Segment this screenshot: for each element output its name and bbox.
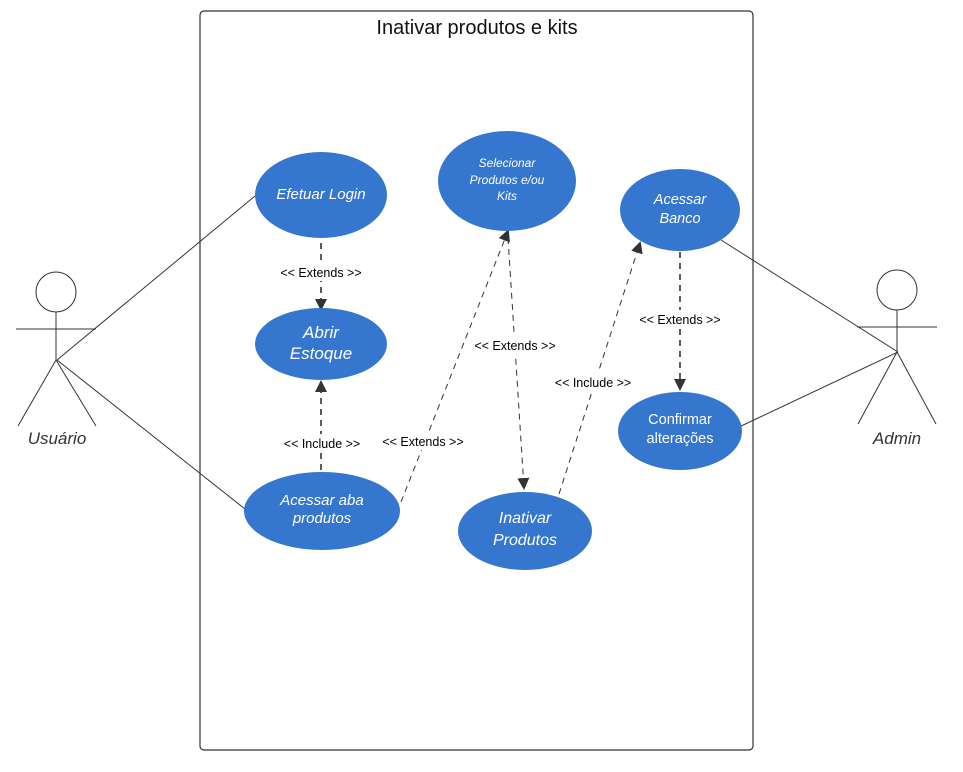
label-database-confirm: << Extends >> bbox=[639, 313, 720, 327]
system-boundary bbox=[199, 10, 754, 751]
label-tab-stock: << Include >> bbox=[284, 437, 360, 451]
associations bbox=[56, 195, 899, 510]
use-case-stock[interactable]: Abrir Estoque bbox=[255, 308, 387, 380]
use-case-products-tab-label-2: produtos bbox=[292, 510, 352, 527]
dependency-select-deactivate bbox=[507, 237, 530, 490]
use-case-database-label-2: Banco bbox=[659, 211, 700, 227]
system-title: Inativar produtos e kits bbox=[376, 17, 577, 39]
use-case-confirm-label-2: alterações bbox=[647, 431, 714, 447]
label-deactivate-database: << Include >> bbox=[555, 376, 631, 390]
use-case-products-tab-label-1: Acessar aba bbox=[279, 492, 363, 509]
use-case-select-label-3: Kits bbox=[497, 189, 517, 203]
use-case-database[interactable]: Acessar Banco bbox=[620, 169, 740, 251]
label-login-stock: << Extends >> bbox=[280, 266, 361, 280]
use-case-stock-label-2: Estoque bbox=[290, 344, 352, 363]
dependency-tab-select bbox=[400, 229, 510, 503]
actor-admin[interactable] bbox=[857, 269, 937, 425]
use-case-select[interactable]: Selecionar Produtos e/ou Kits bbox=[438, 131, 576, 231]
use-case-database-label-1: Acessar bbox=[653, 192, 708, 208]
use-case-login[interactable]: Efetuar Login bbox=[255, 152, 387, 238]
use-case-deactivate[interactable]: Inativar Produtos bbox=[458, 492, 592, 570]
actor-user-label: Usuário bbox=[28, 429, 87, 448]
use-case-deactivate-label-1: Inativar bbox=[499, 510, 552, 527]
use-case-select-label-1: Selecionar bbox=[479, 156, 537, 170]
label-select-deactivate: << Extends >> bbox=[474, 339, 555, 353]
association-user-products-tab bbox=[56, 359, 246, 510]
actor-admin-label: Admin bbox=[872, 429, 921, 448]
use-case-products-tab[interactable]: Acessar aba produtos bbox=[244, 472, 400, 550]
actor-user[interactable] bbox=[16, 271, 97, 427]
actor-admin-head-icon bbox=[876, 269, 918, 311]
use-case-login-label: Efetuar Login bbox=[276, 186, 365, 203]
association-admin-confirm bbox=[738, 351, 899, 428]
use-case-confirm-label-1: Confirmar bbox=[648, 412, 712, 428]
use-case-deactivate-label-2: Produtos bbox=[493, 532, 557, 549]
dependencies-thin bbox=[400, 229, 643, 503]
label-tab-select: << Extends >> bbox=[382, 435, 463, 449]
association-admin-database bbox=[720, 239, 899, 353]
use-case-select-label-2: Produtos e/ou bbox=[470, 173, 545, 187]
relation-labels: << Extends >> << Include >> << Extends >… bbox=[274, 263, 727, 452]
actor-user-head-icon bbox=[35, 271, 77, 313]
association-user-login bbox=[56, 195, 256, 361]
use-case-stock-label-1: Abrir bbox=[302, 323, 340, 342]
use-case-confirm[interactable]: Confirmar alterações bbox=[618, 392, 742, 470]
